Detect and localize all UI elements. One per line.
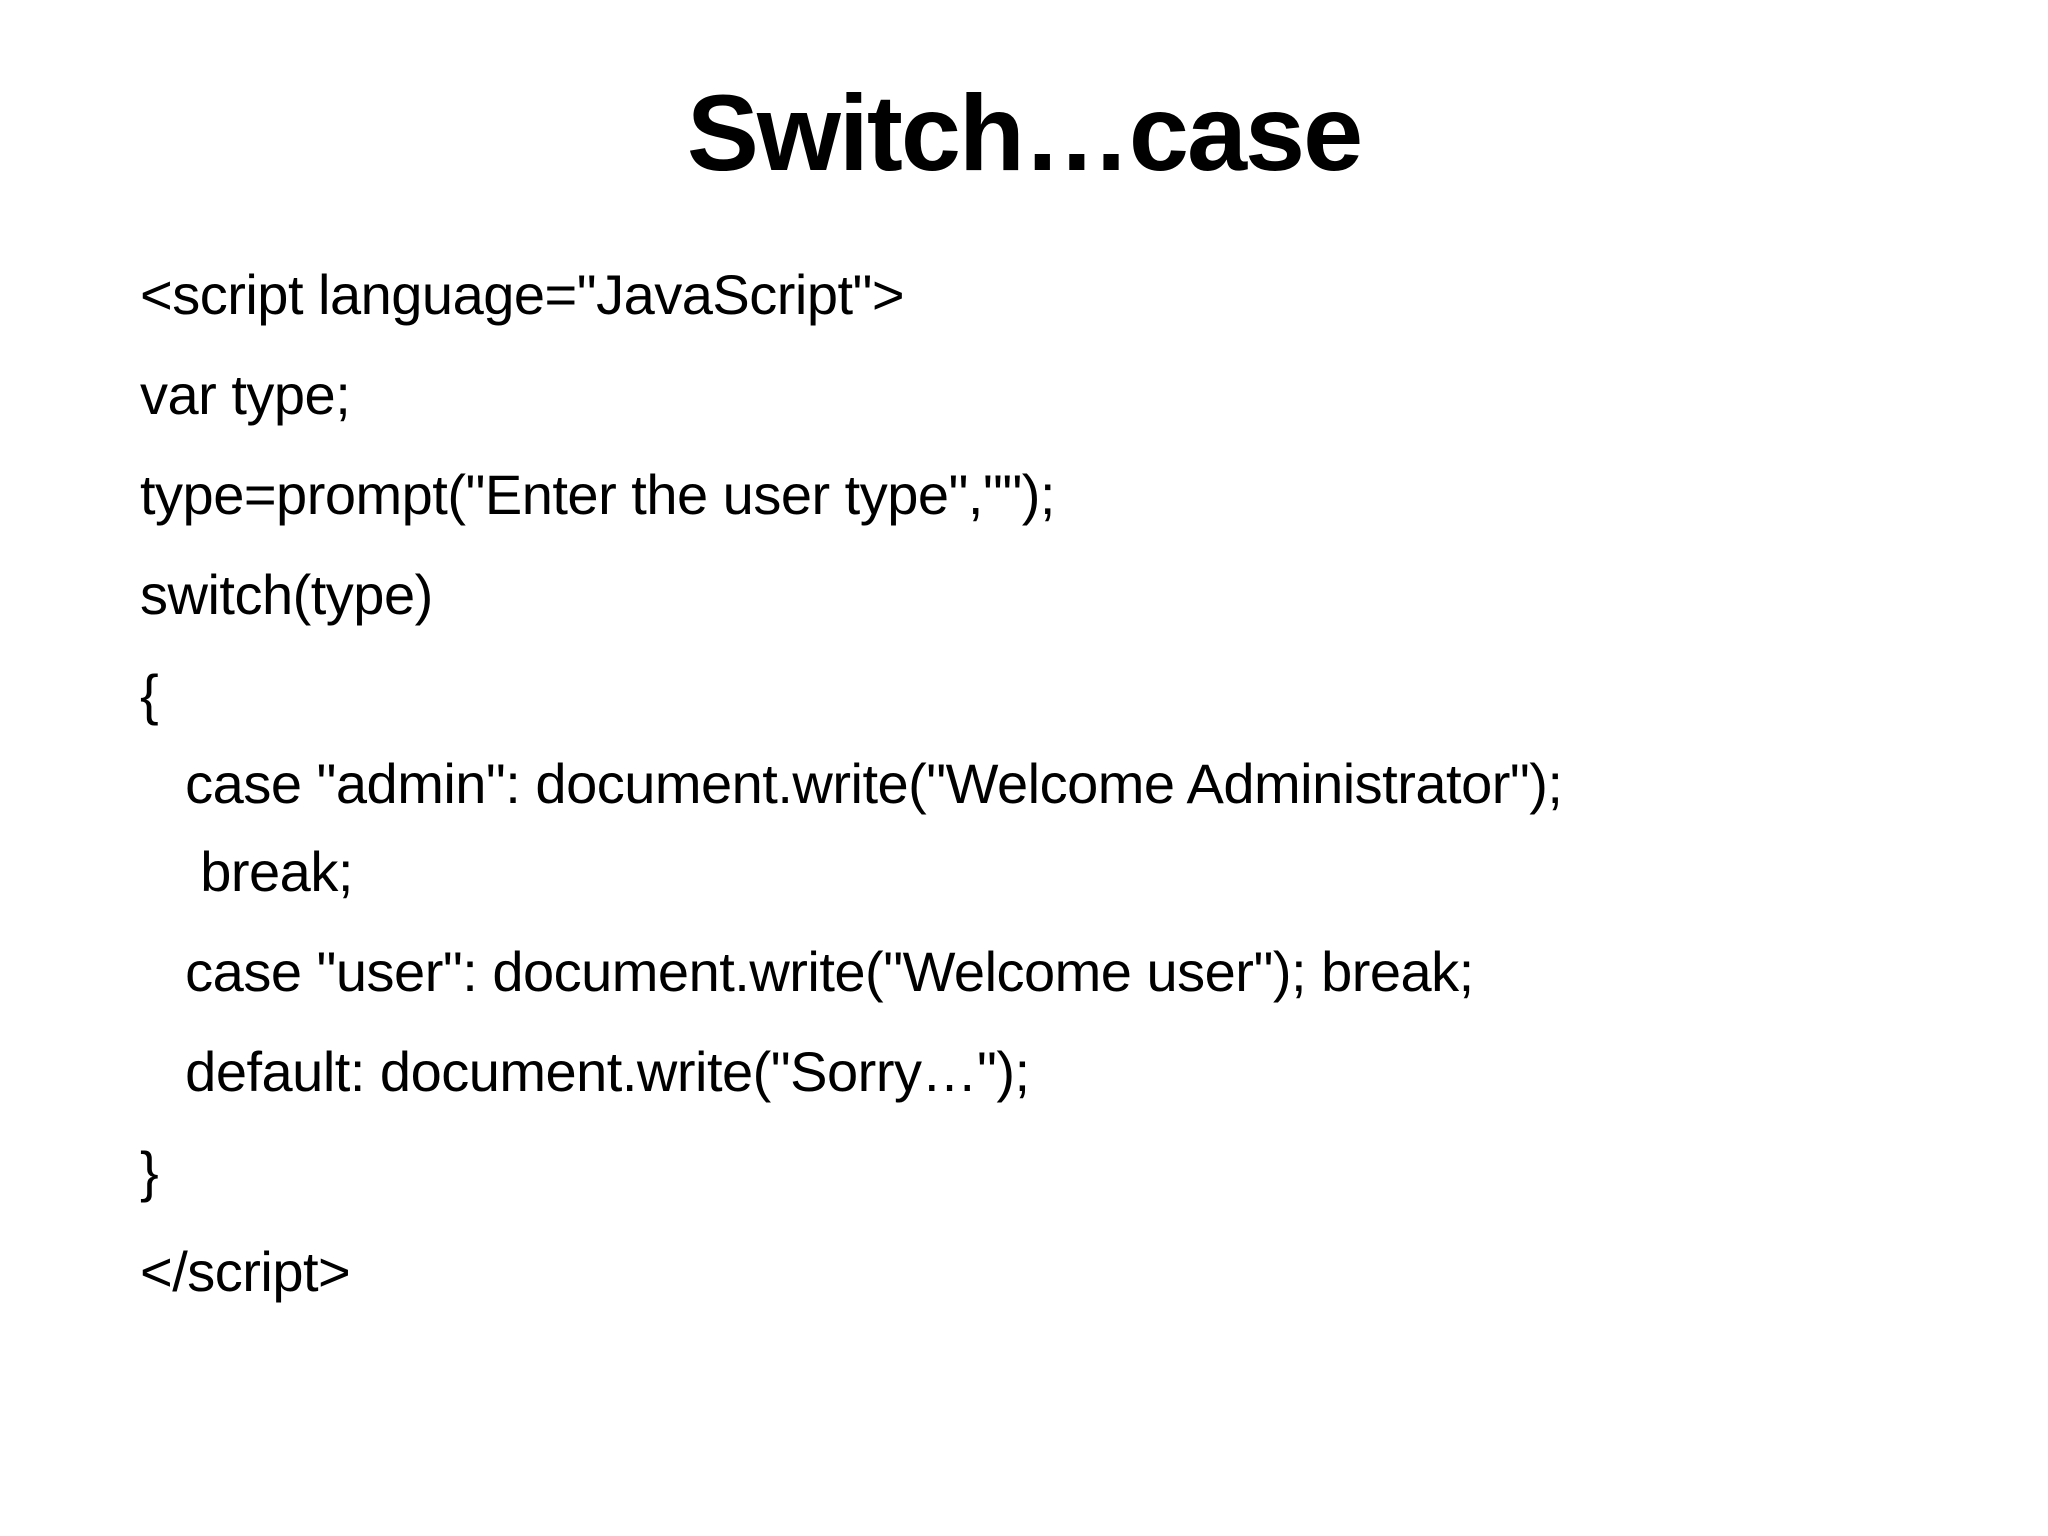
code-line-case-user: case "user": document.write("Welcome use… bbox=[140, 940, 1474, 1003]
code-line-close-brace: } bbox=[140, 1140, 159, 1203]
slide-title: Switch…case bbox=[686, 72, 1363, 194]
code-line-case-admin: case "admin": document.write("Welcome Ad… bbox=[140, 752, 1563, 815]
code-line-switch: switch(type) bbox=[140, 563, 433, 626]
code-line-script-open: <script language="JavaScript"> bbox=[140, 263, 905, 326]
code-line-script-close: </script> bbox=[140, 1240, 351, 1303]
code-line-prompt: type=prompt("Enter the user type",""); bbox=[140, 463, 1055, 526]
code-block: <script language="JavaScript"> var type;… bbox=[140, 245, 1998, 1322]
code-line-default: default: document.write("Sorry…"); bbox=[140, 1040, 1030, 1103]
code-line-open-brace: { bbox=[140, 663, 159, 726]
code-line-var-type: var type; bbox=[140, 363, 351, 426]
code-line-break: break; bbox=[140, 840, 353, 903]
